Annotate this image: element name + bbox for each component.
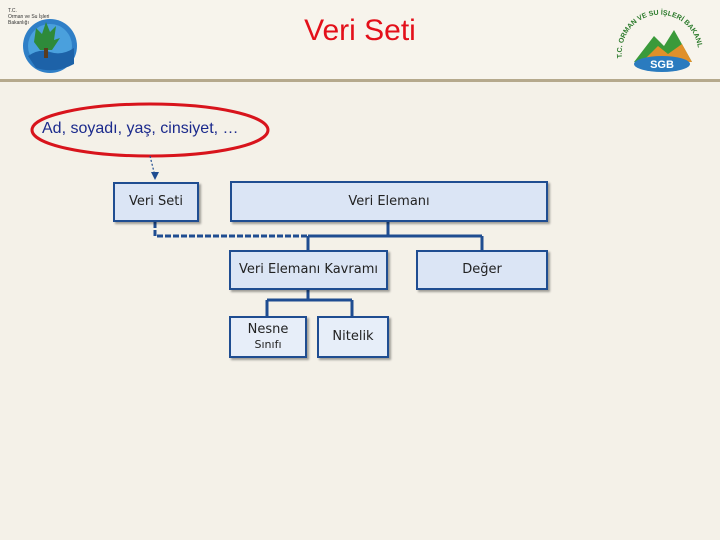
node-veri-seti-label: Veri Seti (129, 194, 183, 210)
node-nesne-sinifi: Nesne Sınıfı (229, 316, 307, 358)
annotation-arrowhead (151, 172, 159, 180)
slide-header: T.C. Orman ve Su İşleri Bakanlığı Veri S… (0, 0, 720, 82)
logo-badge-text: SGB (650, 59, 674, 71)
ministry-logo-left: T.C. Orman ve Su İşleri Bakanlığı (6, 4, 80, 78)
dataset-link (153, 222, 308, 238)
node-veri-elemani: Veri Elemanı (230, 181, 548, 222)
node-veri-elemani-label: Veri Elemanı (348, 193, 430, 209)
logo-text-line-2: Orman ve Su İşleri (8, 13, 49, 20)
node-veri-elemani-kavrami: Veri Elemanı Kavramı (229, 250, 388, 290)
slide-title: Veri Seti (304, 14, 416, 47)
logo-text-line-3: Bakanlığı (8, 20, 29, 26)
logo-text-line-1: T.C. (8, 8, 17, 14)
node-nitelik-label: Nitelik (332, 329, 374, 345)
node-veri-seti: Veri Seti (113, 182, 199, 222)
ministry-emblem-icon: T.C. Orman ve Su İşleri Bakanlığı (6, 4, 80, 78)
node-nesne-sinifi-line2: Sınıfı (254, 338, 282, 352)
node-deger-label: Değer (462, 262, 502, 278)
sgb-emblem-icon: T.C. ORMAN VE SU İŞLERİ BAKANLIĞI SGB (609, 0, 703, 72)
node-deger: Değer (416, 250, 548, 290)
annotation-text: Ad, soyadı, yaş, cinsiyet, … (42, 120, 239, 137)
ministry-logo-right: T.C. ORMAN VE SU İŞLERİ BAKANLIĞI SGB (609, 0, 708, 76)
node-nesne-sinifi-line1: Nesne (247, 321, 289, 337)
node-nitelik: Nitelik (317, 316, 389, 358)
node-veri-elemani-kavrami-label: Veri Elemanı Kavramı (239, 262, 378, 278)
